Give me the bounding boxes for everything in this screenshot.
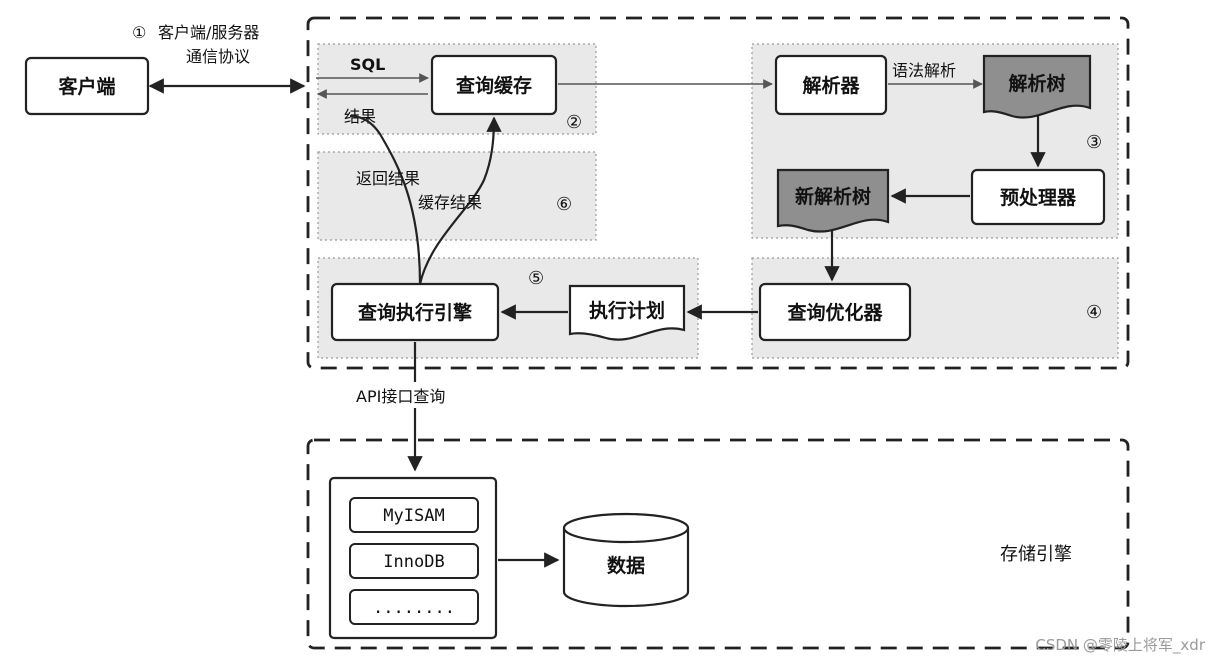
protocol-label-line2: 通信协议: [186, 47, 250, 66]
exec-engine-label: 查询执行引擎: [357, 301, 472, 324]
parser-label: 解析器: [802, 74, 860, 97]
storage-boundary: [306, 438, 1130, 650]
region-num-3: ③: [1086, 132, 1102, 153]
engine-innodb: [349, 543, 479, 579]
server-boundary: [306, 16, 1130, 370]
engine-more: [349, 589, 479, 625]
client-node: 客户端: [24, 56, 150, 116]
optimizer-node: 查询优化器: [758, 282, 912, 342]
region-num-4: ④: [1086, 302, 1102, 323]
parse-tree-label: 解析树: [1008, 72, 1065, 95]
sql-label: SQL: [350, 55, 385, 74]
client-label: 客户端: [58, 75, 115, 98]
region-num-2: ②: [566, 112, 582, 133]
protocol-num: ①: [132, 23, 146, 42]
parser-node: 解析器: [774, 54, 888, 116]
data-node: 数据: [562, 512, 690, 608]
cache-result-arrow: [418, 116, 502, 285]
region-result: [317, 151, 597, 241]
region-num-5: ⑤: [528, 268, 544, 289]
engine-myisam-label: MyISAM: [383, 506, 444, 526]
exec-plan-node: 执行计划: [568, 284, 686, 341]
storage-engine-label: 存储引擎: [1000, 544, 1072, 565]
exec-plan-label: 执行计划: [589, 299, 665, 322]
exec-engine-node: 查询执行引擎: [330, 282, 500, 342]
watermark: CSDN @零陵上将军_xdr: [1035, 636, 1205, 655]
engine-group: MyISAM InnoDB ........: [328, 476, 498, 640]
query-cache-label: 查询缓存: [455, 74, 532, 97]
region-num-6: ⑥: [556, 194, 572, 215]
preprocessor-label: 预处理器: [1000, 186, 1077, 209]
engine-innodb-label: InnoDB: [383, 552, 444, 572]
api-label-bg: [352, 382, 482, 408]
preprocessor-node: 预处理器: [970, 168, 1106, 226]
parse-tree-node: 解析树: [982, 54, 1092, 119]
protocol-label-line1: 客户端/服务器: [158, 23, 259, 42]
data-label: 数据: [607, 554, 645, 577]
api-label: API接口查询: [356, 387, 445, 406]
new-parse-tree-label: 新解析树: [795, 185, 871, 208]
new-parse-tree-node: 新解析树: [776, 168, 890, 233]
optimizer-label: 查询优化器: [786, 301, 883, 324]
engine-myisam: [349, 497, 479, 533]
cache-result-label: 缓存结果: [418, 193, 482, 212]
return-result-label: 返回结果: [356, 169, 420, 188]
return-result-arrow: [349, 114, 422, 285]
engine-more-label: ........: [373, 598, 455, 618]
grammar-parse-label: 语法解析: [892, 61, 956, 80]
query-cache-node: 查询缓存: [430, 54, 558, 116]
